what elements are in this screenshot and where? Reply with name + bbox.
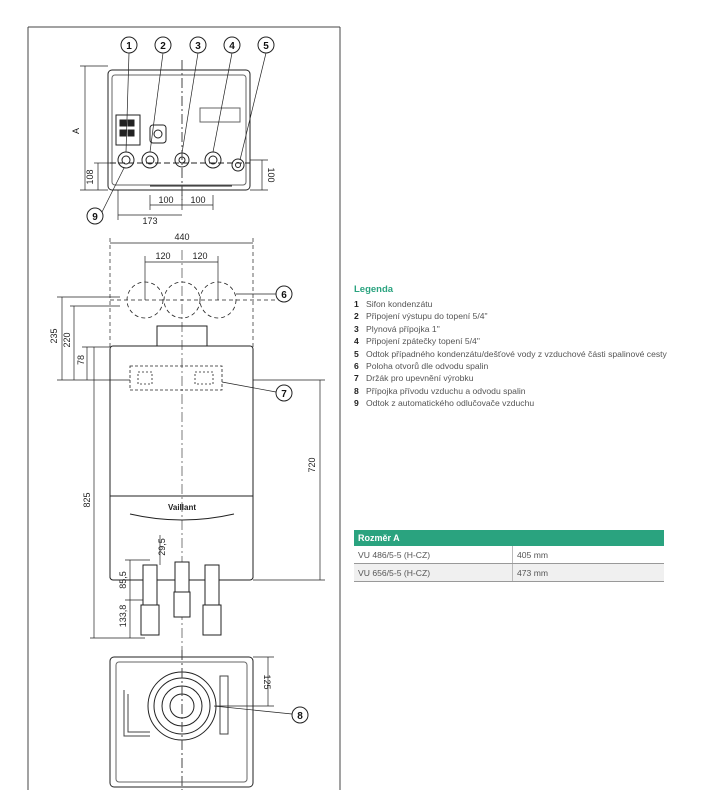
callout-1: 1: [126, 41, 132, 52]
legend-title: Legenda: [354, 284, 394, 295]
table-row: VU 656/5-5 (H-CZ) 473 mm: [354, 563, 664, 582]
legend-item: 8 Přípojka přívodu vzduchu a odvodu spali…: [354, 385, 684, 397]
legend-item-text: Přípojka přívodu vzduchu a odvodu spalin: [366, 385, 526, 396]
legend-item-num: 6: [354, 361, 359, 372]
callout-8: 8: [297, 711, 303, 722]
dim-a-label: A: [71, 128, 81, 134]
legend-item-num: 1: [354, 299, 359, 309]
legend-item-num: 2: [354, 311, 359, 322]
legend-item: 4 Připojení zpátečky topení 5/4": [354, 335, 684, 347]
legend-item: 6 Poloha otvorů dle odvodu spalin: [354, 360, 684, 372]
legend-item-text: Poloha otvorů dle odvodu spalin: [366, 361, 489, 372]
callout-circle-8: [291, 706, 309, 724]
dim-78-label: 78: [76, 355, 86, 365]
dim-173-label: 173: [142, 216, 157, 226]
bottom-view: [107, 60, 251, 200]
legend-item-num: 8: [354, 385, 359, 396]
dim-100-a-label: 100: [158, 195, 173, 205]
legend-item: 2 Připojení výstupu do topení 5/4": [354, 310, 684, 322]
dim-100-b-label: 100: [190, 195, 205, 205]
boiler-body: [109, 345, 254, 581]
dimension-a-table: Rozměr A VU 486/5-5 (H-CZ) 405 mm VU 656…: [354, 530, 664, 582]
legend-item: 7 Držák pro upevnění výrobku: [354, 372, 684, 384]
callout-7: 7: [281, 389, 287, 400]
callout-6: 6: [281, 290, 287, 301]
legend-item: 5 Odtok případného kondenzátu/dešťové vod…: [354, 348, 684, 360]
legend-item-text: Připojení výstupu do topení 5/4": [366, 311, 488, 322]
table-cell-value: 405 mm: [512, 546, 664, 564]
callout-9: 9: [92, 212, 98, 223]
legend-item-text: Sifon kondenzátu: [366, 299, 433, 309]
callout-circles-mid: [275, 285, 293, 402]
dim-825-label: 825: [82, 492, 92, 507]
legend-item-num: 5: [354, 348, 359, 359]
top-view-dimensions: [213, 656, 293, 715]
callout-3: 3: [195, 41, 201, 52]
table-cell-model: VU 656/5-5 (H-CZ): [354, 563, 513, 582]
legend-item: 1 Sifon kondenzátu: [354, 298, 684, 310]
table-row: VU 486/5-5 (H-CZ) 405 mm: [354, 546, 664, 564]
dim-133-8-label: 133,8: [118, 605, 128, 628]
dim-235-label: 235: [49, 328, 59, 343]
callout-5: 5: [263, 41, 269, 52]
legend-item-text: Plynová přípojka 1": [366, 323, 440, 334]
legend-item-text: Připojení zpátečky topení 5/4": [366, 336, 480, 347]
table-cell-model: VU 486/5-5 (H-CZ): [354, 546, 513, 564]
legend-item-num: 9: [354, 398, 359, 409]
legend-item-num: 4: [354, 336, 359, 347]
legend-item-num: 7: [354, 373, 359, 384]
table-header: Rozměr A: [354, 530, 664, 546]
table-header-row: Rozměr A: [354, 530, 664, 546]
dim-220-label: 220: [62, 332, 72, 347]
legend-item: 3 Plynová přípojka 1": [354, 323, 684, 335]
legend-item-text: Odtok případného kondenzátu/dešťové vody…: [366, 348, 667, 359]
dim-85-5-label: 85,5: [118, 571, 128, 589]
dim-100-right-label: 100: [266, 167, 276, 182]
dim-720-label: 720: [307, 457, 317, 472]
legend-item-text: Držák pro upevnění výrobku: [366, 373, 474, 384]
callout-4: 4: [229, 41, 235, 52]
mounting-bracket: [129, 365, 223, 391]
callout-leaders-top: [100, 52, 267, 215]
connection-pipes: [140, 561, 222, 636]
callout-circles-top: [86, 36, 275, 225]
brand-logo: Vaillant: [168, 503, 196, 512]
bottom-view-dimensions: [80, 65, 268, 220]
callout-leaders-mid: [221, 293, 277, 393]
dim-125-label: 125: [262, 674, 272, 689]
dim-120-b-label: 120: [192, 251, 207, 261]
dim-440-label: 440: [174, 232, 189, 242]
callout-2: 2: [160, 41, 166, 52]
legend: Legenda 1 Sifon kondenzátu 2 Připojení výs…: [354, 284, 684, 410]
top-view: [109, 650, 254, 790]
legend-item-text: Odtok z automatického odlučovače vzduchu: [366, 398, 535, 409]
flue-hole-positions: [110, 281, 280, 319]
dim-29-5-label: 29,5: [157, 538, 167, 556]
legend-item: 9 Odtok z automatického odlučovače vzduch…: [354, 397, 684, 409]
legend-item-num: 3: [354, 323, 359, 334]
dim-108-label: 108: [85, 169, 95, 184]
table-cell-value: 473 mm: [512, 563, 664, 582]
dim-120-a-label: 120: [155, 251, 170, 261]
